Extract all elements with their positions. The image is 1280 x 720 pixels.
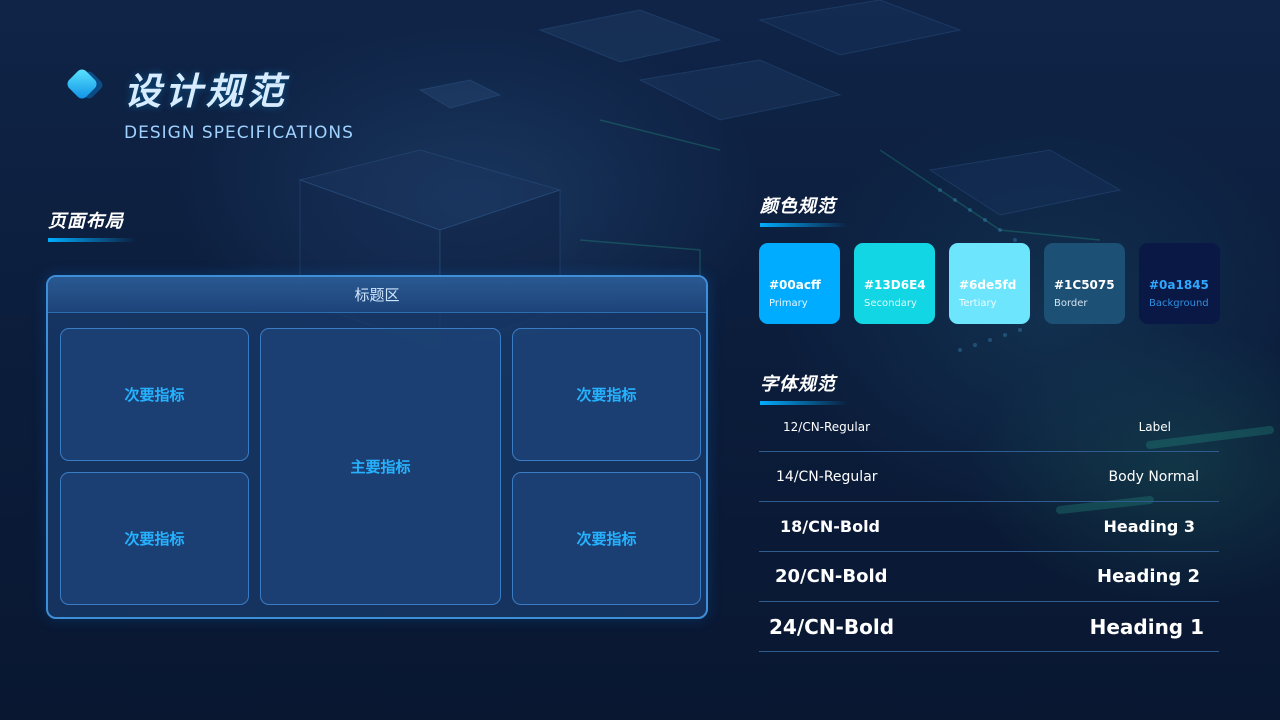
- heading-underline: [760, 401, 848, 405]
- layout-section-heading: 页面布局: [48, 210, 136, 242]
- diamond-logo-icon: [67, 69, 103, 99]
- color-swatch-primary: #00acff Primary: [759, 243, 840, 324]
- swatch-hex: #00acff: [769, 278, 821, 292]
- swatch-hex: #6de5fd: [959, 278, 1017, 292]
- swatch-hex: #13D6E4: [864, 278, 926, 292]
- swatch-name: Tertiary: [959, 298, 997, 309]
- font-spec-row: 24/CN-Bold Heading 1: [759, 602, 1219, 652]
- swatch-hex: #0a1845: [1149, 278, 1209, 292]
- font-spec-row: 12/CN-Regular Label: [759, 403, 1219, 452]
- font-spec-name: 24/CN-Bold: [769, 615, 895, 639]
- color-swatch-border: #1C5075 Border: [1044, 243, 1125, 324]
- swatch-name: Secondary: [864, 298, 917, 309]
- color-swatch-background: #0a1845 Background: [1139, 243, 1220, 324]
- font-spec-row: 18/CN-Bold Heading 3: [759, 502, 1219, 552]
- secondary-metric-card: 次要指标: [512, 328, 701, 461]
- font-spec-name: 12/CN-Regular: [783, 420, 871, 434]
- color-heading-text: 颜色规范: [760, 196, 836, 217]
- secondary-metric-card: 次要指标: [60, 472, 249, 605]
- primary-metric-card: 主要指标: [260, 328, 501, 605]
- font-spec-name: 20/CN-Bold: [775, 566, 888, 587]
- title-area: 标题区: [48, 277, 706, 313]
- font-usage-label: Heading 1: [1089, 615, 1204, 639]
- page-subtitle: DESIGN SPECIFICATIONS: [124, 123, 354, 143]
- heading-underline: [760, 223, 848, 227]
- font-spec-name: 18/CN-Bold: [780, 517, 881, 536]
- font-usage-label: Label: [1138, 420, 1171, 434]
- swatch-name: Primary: [769, 298, 808, 309]
- font-usage-label: Heading 2: [1097, 566, 1200, 587]
- font-heading-text: 字体规范: [760, 374, 836, 395]
- page-title: 设计规范: [124, 70, 288, 113]
- font-spec-name: 14/CN-Regular: [776, 469, 878, 485]
- swatch-name: Background: [1149, 298, 1209, 309]
- swatch-name: Border: [1054, 298, 1088, 309]
- font-usage-label: Body Normal: [1108, 469, 1199, 485]
- swatch-hex: #1C5075: [1054, 278, 1115, 292]
- color-section-heading: 颜色规范: [760, 195, 848, 227]
- color-swatch-tertiary: #6de5fd Tertiary: [949, 243, 1030, 324]
- font-section-heading: 字体规范: [760, 373, 848, 405]
- color-swatch-secondary: #13D6E4 Secondary: [854, 243, 935, 324]
- font-usage-label: Heading 3: [1103, 517, 1195, 536]
- font-spec-row: 14/CN-Regular Body Normal: [759, 452, 1219, 502]
- layout-wireframe: 标题区 次要指标 次要指标 主要指标 次要指标 次要指标: [46, 275, 708, 619]
- heading-underline: [48, 238, 136, 242]
- layout-heading-text: 页面布局: [48, 211, 124, 232]
- font-spec-row: 20/CN-Bold Heading 2: [759, 552, 1219, 602]
- font-spec-table: 12/CN-Regular Label 14/CN-Regular Body N…: [759, 403, 1219, 652]
- secondary-metric-card: 次要指标: [512, 472, 701, 605]
- secondary-metric-card: 次要指标: [60, 328, 249, 461]
